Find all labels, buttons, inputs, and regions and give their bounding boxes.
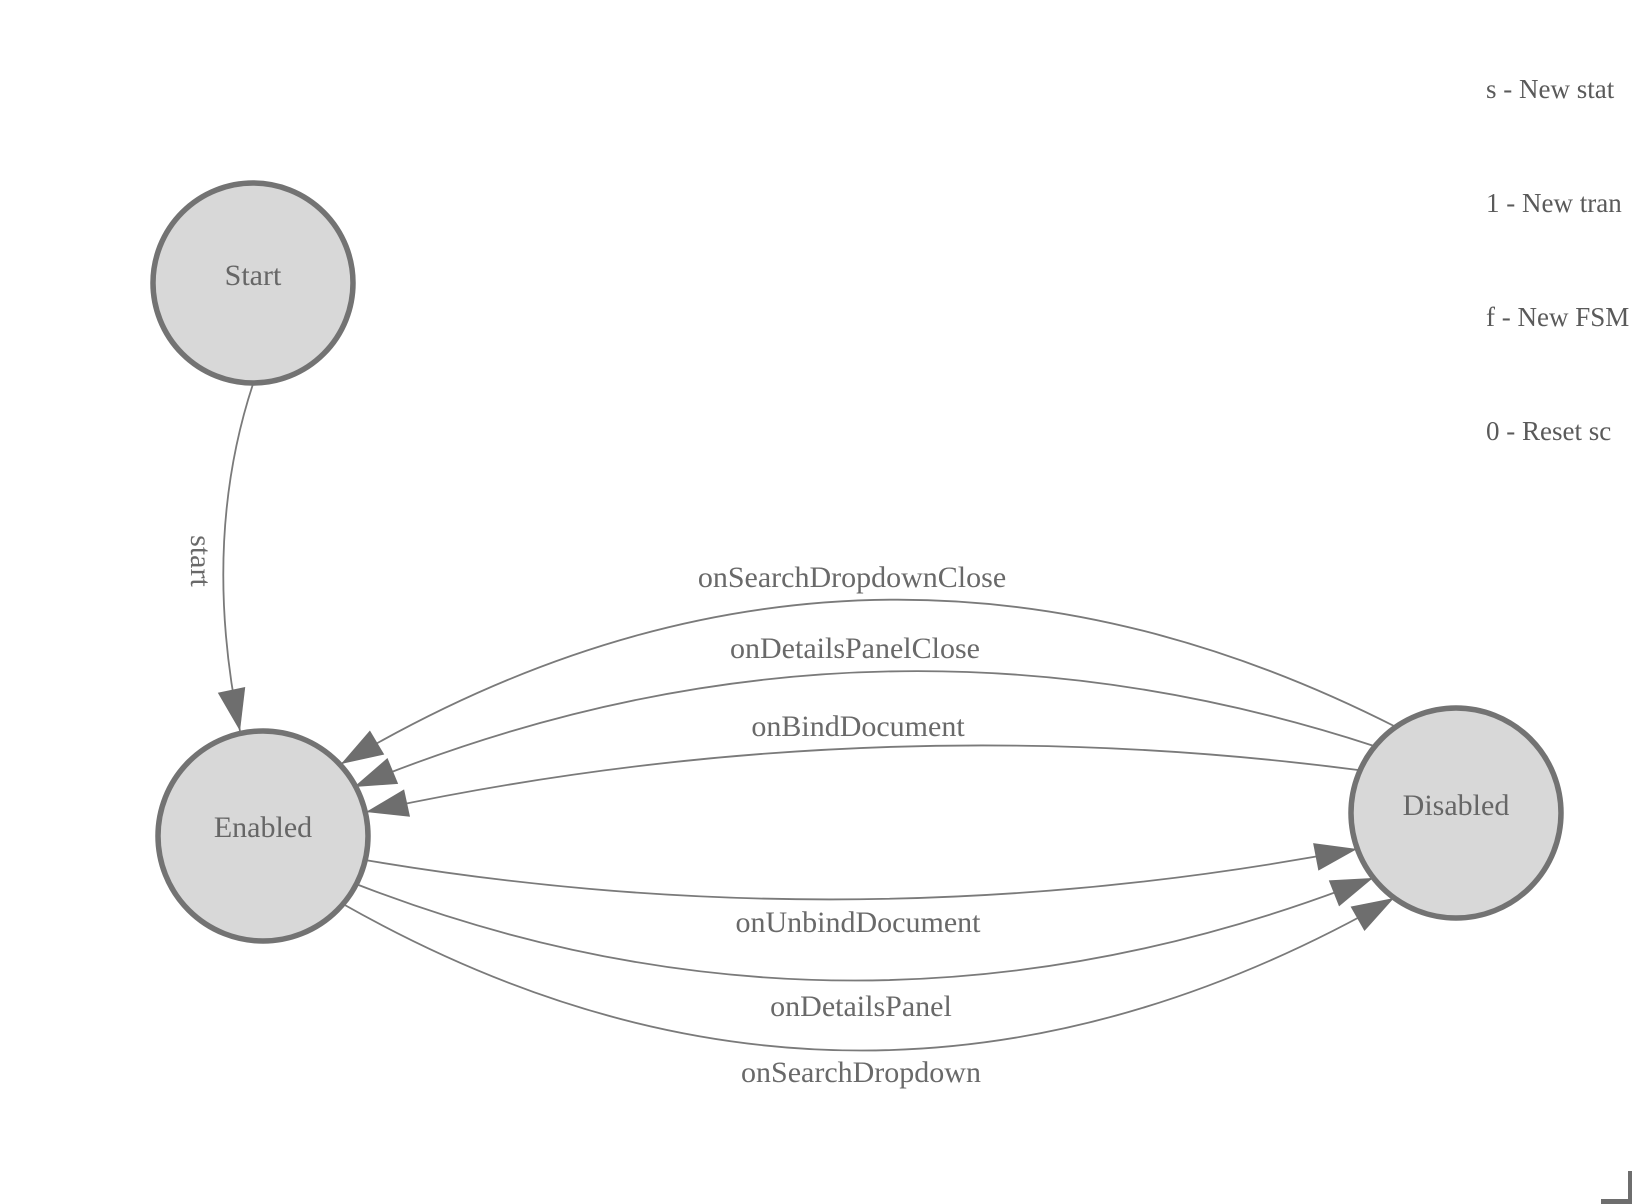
legend-line: s - New stat xyxy=(1486,74,1615,104)
edge-label-onSearchDropdownClose: onSearchDropdownClose xyxy=(698,561,1006,594)
edge-label-onBindDocument: onBindDocument xyxy=(751,710,965,743)
state-label-disabled: Disabled xyxy=(1403,789,1510,822)
state-circle-enabled[interactable] xyxy=(155,728,371,944)
edge-onBindDocument[interactable] xyxy=(365,744,1359,817)
edge-label-onDetailsPanel: onDetailsPanel xyxy=(770,990,952,1023)
edge-label-start: start xyxy=(184,535,217,587)
legend-line: f - New FSM xyxy=(1486,302,1630,332)
state-node-disabled[interactable]: Disabled xyxy=(1348,705,1564,921)
edge-onDetailsPanelClose[interactable] xyxy=(353,670,1375,788)
state-label-start: Start xyxy=(225,259,282,292)
state-node-enabled[interactable]: Enabled xyxy=(155,728,371,944)
state-label-enabled: Enabled xyxy=(214,811,312,844)
transition-group xyxy=(217,383,1397,1052)
edge-onDetailsPanel[interactable] xyxy=(355,877,1374,982)
edge-label-onSearchDropdown: onSearchDropdown xyxy=(741,1056,981,1089)
canvas-corner-bracket xyxy=(1601,1171,1632,1204)
state-circle-disabled[interactable] xyxy=(1348,705,1564,921)
shortcut-legend: s - New stat 1 - New tran f - New FSM 0 … xyxy=(1486,0,1629,488)
legend-line: 1 - New tran xyxy=(1486,188,1622,218)
state-circle-start[interactable] xyxy=(150,180,356,386)
edge-label-onUnbindDocument: onUnbindDocument xyxy=(736,906,982,939)
corner-bracket-horizontal xyxy=(1601,1199,1632,1204)
edge-onSearchDropdown[interactable] xyxy=(342,897,1395,1052)
legend-line: 0 - Reset sc xyxy=(1486,416,1612,446)
corner-bracket-vertical xyxy=(1628,1171,1632,1204)
edge-label-onDetailsPanelClose: onDetailsPanelClose xyxy=(730,632,980,665)
state-node-start[interactable]: Start xyxy=(150,180,356,386)
edge-onUnbindDocument[interactable] xyxy=(364,843,1358,901)
edge-start[interactable] xyxy=(217,383,254,732)
edge-onSearchDropdownClose[interactable] xyxy=(340,598,1397,765)
